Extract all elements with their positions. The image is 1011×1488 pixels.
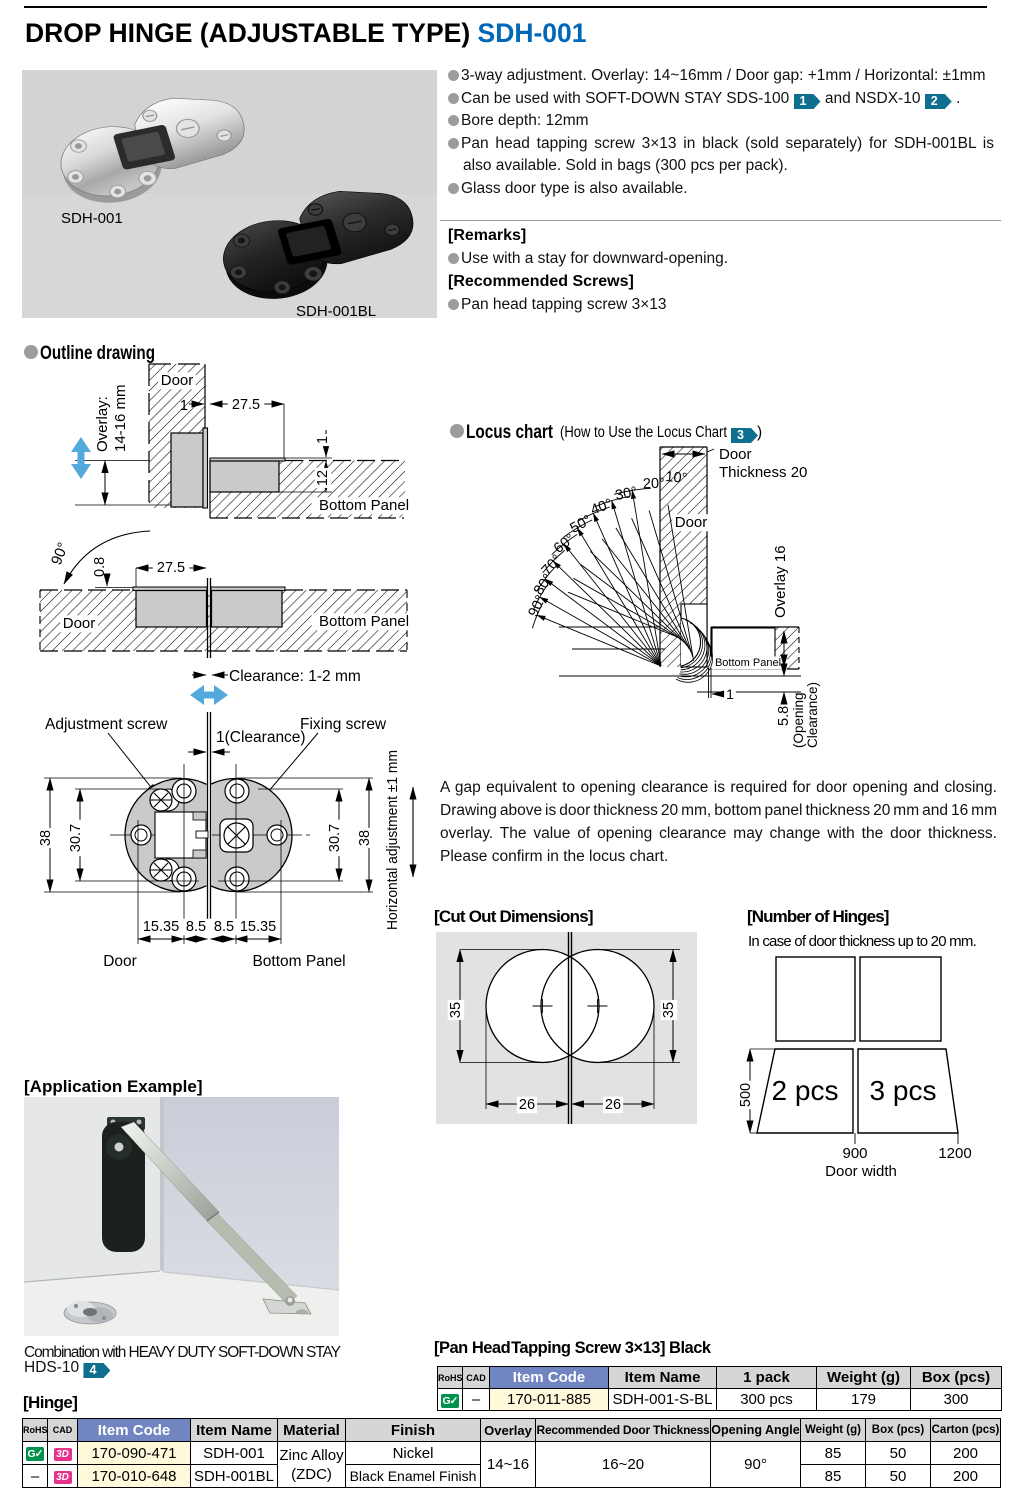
svg-text:(How to Use the Locus Chart: (How to Use the Locus Chart bbox=[560, 424, 728, 441]
svg-text:1: 1 bbox=[180, 398, 188, 414]
svg-text:14-16 mm: 14-16 mm bbox=[112, 384, 129, 452]
svg-text:Bottom Panel: Bottom Panel bbox=[319, 497, 409, 514]
svg-text:12: 12 bbox=[315, 470, 331, 486]
svg-text:35: 35 bbox=[661, 1002, 677, 1018]
svg-text:27.5: 27.5 bbox=[232, 397, 260, 413]
svg-text:15.35: 15.35 bbox=[240, 919, 276, 935]
svg-text:Clearance): Clearance) bbox=[805, 682, 820, 748]
svg-text:27.5: 27.5 bbox=[157, 560, 185, 576]
svg-text:Door: Door bbox=[103, 953, 137, 970]
svg-text:3 pcs: 3 pcs bbox=[870, 1075, 937, 1106]
svg-text:Fixing screw: Fixing screw bbox=[300, 716, 387, 733]
svg-text:Adjustment screw: Adjustment screw bbox=[45, 716, 168, 733]
svg-text:30.7: 30.7 bbox=[327, 824, 343, 852]
svg-text:38: 38 bbox=[357, 830, 373, 846]
svg-text:Outline drawing: Outline drawing bbox=[40, 343, 155, 364]
svg-text:900: 900 bbox=[842, 1145, 867, 1162]
svg-text:(Opening: (Opening bbox=[791, 692, 806, 748]
svg-text:20°: 20° bbox=[643, 476, 665, 493]
svg-text:Clearance: 1-2 mm: Clearance: 1-2 mm bbox=[229, 668, 361, 685]
svg-text:500: 500 bbox=[738, 1083, 754, 1107]
svg-text:40°: 40° bbox=[589, 496, 615, 519]
svg-text:): ) bbox=[757, 424, 762, 441]
svg-text:1(Clearance): 1(Clearance) bbox=[216, 729, 306, 746]
svg-text:5.8: 5.8 bbox=[776, 706, 792, 726]
svg-text:0.8: 0.8 bbox=[92, 557, 108, 577]
svg-text:1: 1 bbox=[315, 436, 331, 444]
svg-text:8.5: 8.5 bbox=[214, 919, 234, 935]
svg-text:90°: 90° bbox=[48, 540, 72, 567]
svg-text:1: 1 bbox=[726, 686, 734, 702]
svg-text:38: 38 bbox=[38, 830, 54, 846]
svg-text:26: 26 bbox=[519, 1097, 535, 1113]
svg-text:50°: 50° bbox=[568, 512, 595, 537]
svg-text:26: 26 bbox=[605, 1097, 621, 1113]
svg-text:Horizontal adjustment ±1 mm: Horizontal adjustment ±1 mm bbox=[384, 750, 401, 930]
svg-text:Overlay:: Overlay: bbox=[94, 396, 111, 452]
svg-text:Locus chart: Locus chart bbox=[466, 422, 554, 443]
svg-text:Bottom Panel: Bottom Panel bbox=[715, 657, 781, 669]
svg-text:Door: Door bbox=[719, 446, 752, 463]
svg-text:1200: 1200 bbox=[938, 1145, 971, 1162]
svg-text:Bottom Panel: Bottom Panel bbox=[252, 953, 345, 970]
svg-text:SDH-001BL: SDH-001BL bbox=[296, 303, 376, 320]
svg-text:35: 35 bbox=[448, 1002, 464, 1018]
svg-text:2 pcs: 2 pcs bbox=[772, 1075, 839, 1106]
svg-text:Door: Door bbox=[161, 372, 194, 389]
svg-text:Overlay 16: Overlay 16 bbox=[772, 545, 789, 618]
svg-text:30°: 30° bbox=[614, 484, 639, 504]
svg-text:Thickness 20: Thickness 20 bbox=[719, 464, 807, 481]
svg-text:Door width: Door width bbox=[825, 1163, 897, 1180]
svg-text:Door: Door bbox=[675, 514, 708, 531]
svg-text:10°: 10° bbox=[665, 469, 688, 487]
svg-text:SDH-001: SDH-001 bbox=[61, 210, 123, 227]
svg-text:Bottom Panel: Bottom Panel bbox=[319, 613, 409, 630]
svg-text:15.35: 15.35 bbox=[143, 919, 179, 935]
svg-text:90°: 90° bbox=[525, 593, 549, 620]
svg-text:30.7: 30.7 bbox=[68, 824, 84, 852]
svg-text:Door: Door bbox=[63, 615, 96, 632]
svg-text:8.5: 8.5 bbox=[186, 919, 206, 935]
